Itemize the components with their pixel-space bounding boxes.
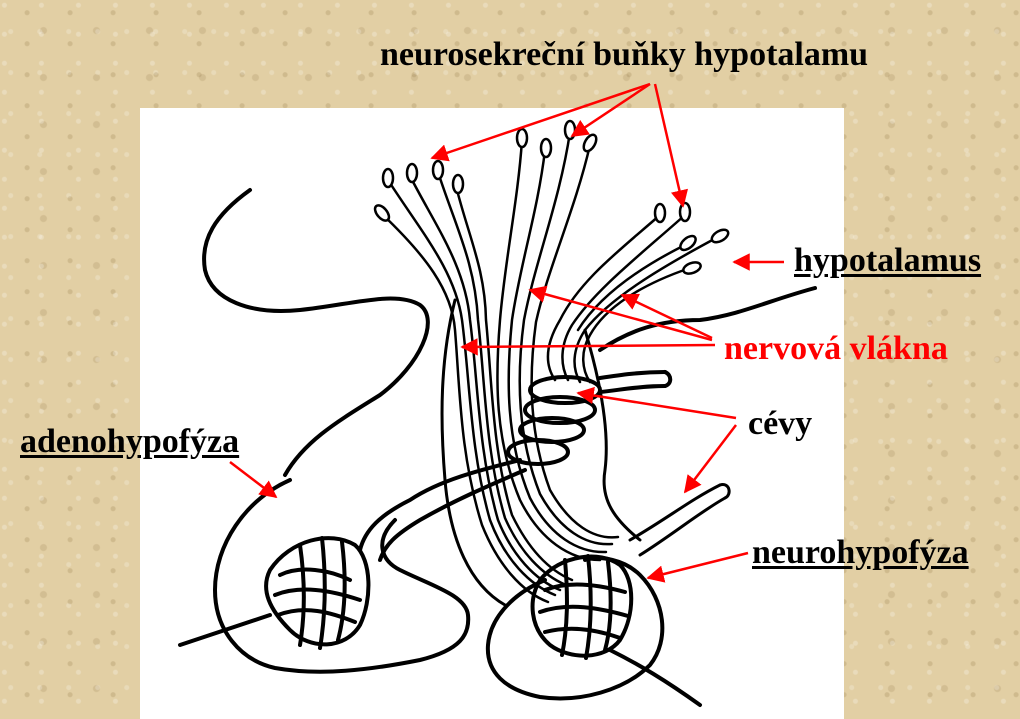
nerve-fibers-left <box>380 170 574 604</box>
arrow-cells-middle <box>570 82 651 138</box>
hypothalamus-outline <box>202 188 430 477</box>
label-nerve-fibers: nervová vlákna <box>724 330 948 367</box>
arrow-cells-left <box>430 82 651 162</box>
arrow-cells-right <box>653 83 689 208</box>
nerve-fibers-right <box>546 213 720 384</box>
arrow-neuro <box>646 551 749 583</box>
neurohypophysis-lobe <box>485 556 665 701</box>
label-hypothalamus: hypotalamus <box>794 242 982 279</box>
adenohypophysis-lobe <box>213 478 471 674</box>
label-vessels: cévy <box>748 405 813 442</box>
vessel-neurohypophysis <box>628 483 731 557</box>
pointer-arrows <box>229 82 784 583</box>
stalk-right <box>583 328 642 542</box>
label-neurosecretory-cells: neurosekreční buňky hypotalamu <box>380 36 869 73</box>
diagram-drawing <box>178 119 817 707</box>
arrow-adeno <box>229 461 278 499</box>
arrow-fibers-middle <box>528 285 713 342</box>
stalk-left <box>440 298 507 607</box>
capillary-plexus-neuro <box>530 554 702 707</box>
neurosecretory-cell-bodies <box>373 119 730 275</box>
arrow-fibers-left <box>460 338 716 356</box>
capillary-plexus-adeno <box>178 536 371 650</box>
arrow-fibers-right <box>620 293 713 340</box>
arrow-vessels-coil <box>576 386 737 420</box>
arrow-vessels-neuro <box>683 424 737 494</box>
label-adenohypophysis: adenohypofýza <box>20 423 240 460</box>
label-neurohypophysis: neurohypofýza <box>752 534 969 571</box>
portal-vessel <box>358 370 673 562</box>
hypothalamus-outline-right <box>598 286 817 352</box>
